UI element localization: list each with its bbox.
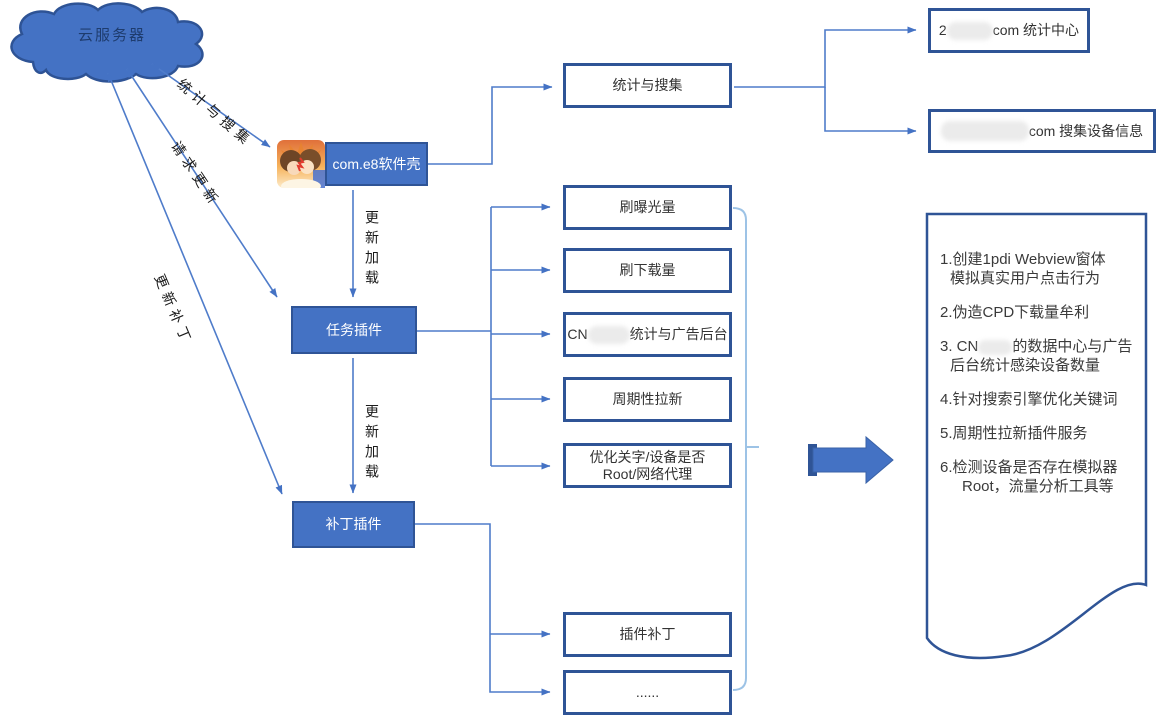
cloud-icon [10, 2, 204, 83]
doc-item-4: 4.针对搜索引擎优化关键词 [940, 390, 1142, 409]
edge-patch-to-ellipsis [415, 523, 551, 696]
doc-item-3: 3. CN 的数据中心与广告 后台统计感染设备数量 [940, 337, 1142, 375]
node-optimize-line2: Root/网络代理 [602, 465, 693, 482]
node-shell: com.e8软件壳 [325, 142, 428, 186]
node-stats-center-prefix: 2 [938, 22, 947, 38]
doc-item-2-line1: 2.伪造CPD下载量牟利 [940, 304, 1090, 321]
node-patch-plugin: 补丁插件 [292, 501, 415, 548]
node-brush-exposure: 刷曝光量 [563, 185, 732, 230]
node-brush-exposure-label: 刷曝光量 [619, 199, 676, 215]
redacted-domain-blur [978, 340, 1013, 355]
doc-item-3-prefix: 3. CN [940, 338, 979, 355]
cloud-server-label: 云服务器 [77, 27, 146, 44]
app-icon [277, 140, 325, 193]
node-brush-download: 刷下载量 [563, 248, 732, 293]
node-stats-collect-label: 统计与搜集 [612, 77, 683, 93]
edge-label-update-load-2: 更新加载 [364, 404, 380, 484]
node-task-plugin-label: 任务插件 [326, 321, 382, 338]
bracket-line [732, 207, 759, 691]
document-notes: 1.创建1pdi Webview窗体 模拟真实用户点击行为 2.伪造CPD下载量… [940, 250, 1142, 511]
doc-item-1-line2: 模拟真实用户点击行为 [950, 270, 1101, 287]
node-patch-plugin-label: 补丁插件 [325, 516, 382, 532]
edge-statsbox-to-deviceinfo [824, 87, 917, 135]
doc-item-6-line2: Root，流量分析工具等 [962, 478, 1114, 495]
node-device-info-suffix: com 搜集设备信息 [1028, 122, 1144, 139]
node-periodic-pull-label: 周期性拉新 [612, 391, 683, 407]
doc-item-1: 1.创建1pdi Webview窗体 模拟真实用户点击行为 [940, 250, 1142, 288]
node-task-plugin: 任务插件 [291, 306, 417, 354]
edge-shell-to-statsbox [428, 83, 553, 165]
redacted-domain-blur [587, 325, 630, 344]
node-stats-center-suffix: com 统计中心 [992, 22, 1080, 38]
edge-statsbox-to-statscenter [734, 26, 917, 88]
doc-item-3-line1: 3. CN 的数据中心与广告 [940, 337, 1142, 356]
document-shape-icon [925, 212, 1148, 660]
node-stats-collect-box: 统计与搜集 [563, 63, 732, 108]
node-optimize: 优化关字/设备是否 Root/网络代理 [563, 443, 732, 488]
node-ellipsis: ...... [563, 670, 732, 715]
edge-update-patch [107, 72, 283, 495]
node-cn-backend: CN 统计与广告后台 [563, 312, 732, 357]
doc-item-5: 5.周期性拉新插件服务 [940, 424, 1142, 443]
node-brush-download-label: 刷下载量 [619, 262, 676, 278]
node-shell-label: com.e8软件壳 [332, 155, 421, 172]
doc-item-3-suffix: 的数据中心与广告 [1012, 338, 1133, 355]
node-ellipsis-label: ...... [635, 684, 660, 700]
node-periodic-pull: 周期性拉新 [563, 377, 732, 422]
doc-item-4-line1: 4.针对搜索引擎优化关键词 [940, 391, 1118, 408]
right-block-arrow-icon [812, 435, 894, 485]
node-cn-backend-prefix: CN [567, 326, 588, 342]
node-cn-backend-suffix: 统计与广告后台 [629, 326, 728, 342]
doc-item-1-line1: 1.创建1pdi Webview窗体 [940, 251, 1106, 268]
doc-item-6-line1: 6.检测设备是否存在模拟器 [940, 459, 1118, 476]
node-plugin-patch: 插件补丁 [563, 612, 732, 657]
redacted-domain-blur [946, 21, 993, 40]
doc-item-2: 2.伪造CPD下载量牟利 [940, 303, 1142, 322]
node-plugin-patch-label: 插件补丁 [619, 626, 676, 642]
redacted-domain-blur [940, 121, 1029, 141]
node-stats-center: 2 com 统计中心 [928, 8, 1090, 53]
node-optimize-line1: 优化关字/设备是否 [589, 448, 706, 465]
doc-item-3-line2: 后台统计感染设备数量 [950, 357, 1101, 374]
node-device-info: com 搜集设备信息 [928, 109, 1156, 153]
edge-label-update-load-1: 更新加载 [364, 210, 380, 290]
doc-item-6: 6.检测设备是否存在模拟器 Root，流量分析工具等 [940, 458, 1142, 496]
doc-item-5-line1: 5.周期性拉新插件服务 [940, 425, 1088, 442]
